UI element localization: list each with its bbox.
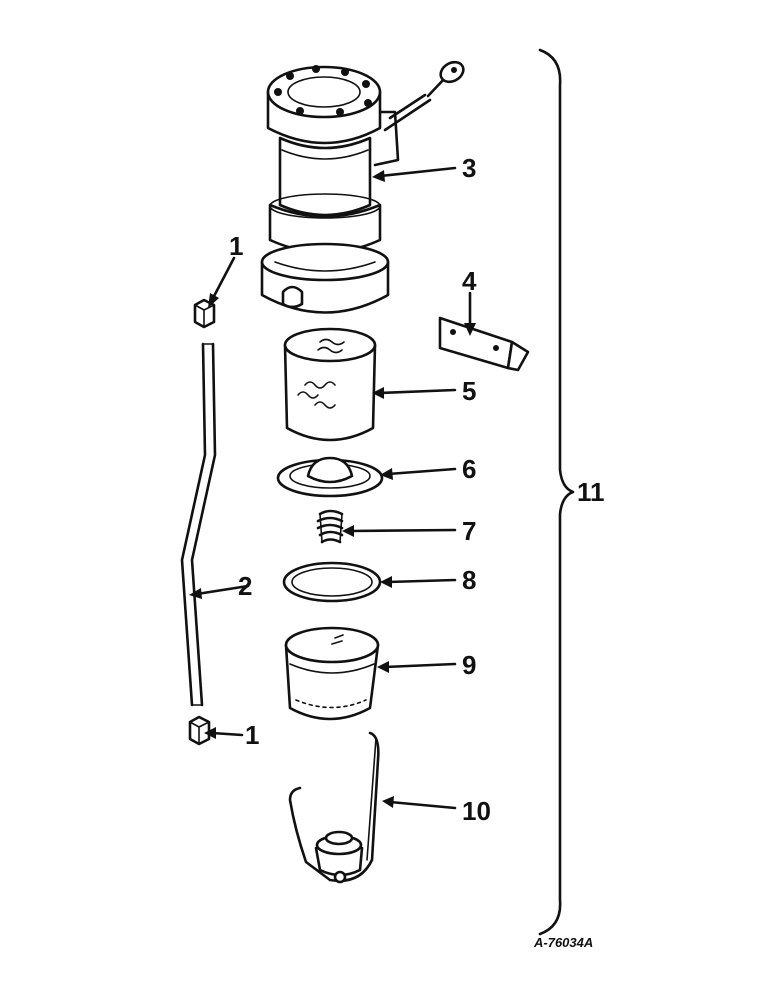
part-9-sediment-bowl	[284, 626, 380, 721]
drawing-number: A-76034A	[533, 935, 593, 950]
callout-6: 6	[462, 454, 476, 484]
part-5-filter-element	[283, 327, 377, 442]
callout-4: 4	[462, 266, 477, 296]
callout-11: 11	[577, 477, 605, 507]
callout-1-lower: 1	[245, 720, 259, 750]
part-3-filter-housing	[260, 60, 465, 314]
callout-1-upper: 1	[229, 231, 243, 261]
callout-3: 3	[462, 153, 476, 183]
callout-2: 2	[238, 571, 252, 601]
callout-5: 5	[462, 376, 476, 406]
callout-8: 8	[462, 565, 476, 595]
part-1-lower-nut	[188, 715, 211, 746]
callout-7: 7	[462, 516, 476, 546]
part-4-bracket	[438, 316, 530, 372]
callout-10: 10	[462, 796, 491, 826]
part-10-bail-clamp	[288, 731, 380, 884]
part-2-fuel-line	[180, 342, 217, 707]
assembly-brace	[538, 48, 575, 936]
part-7-spring	[316, 509, 344, 544]
leader-lines	[189, 166, 476, 810]
part-8-gasket	[282, 561, 382, 603]
part-6-seal-plate	[276, 456, 384, 498]
callout-9: 9	[462, 650, 476, 680]
